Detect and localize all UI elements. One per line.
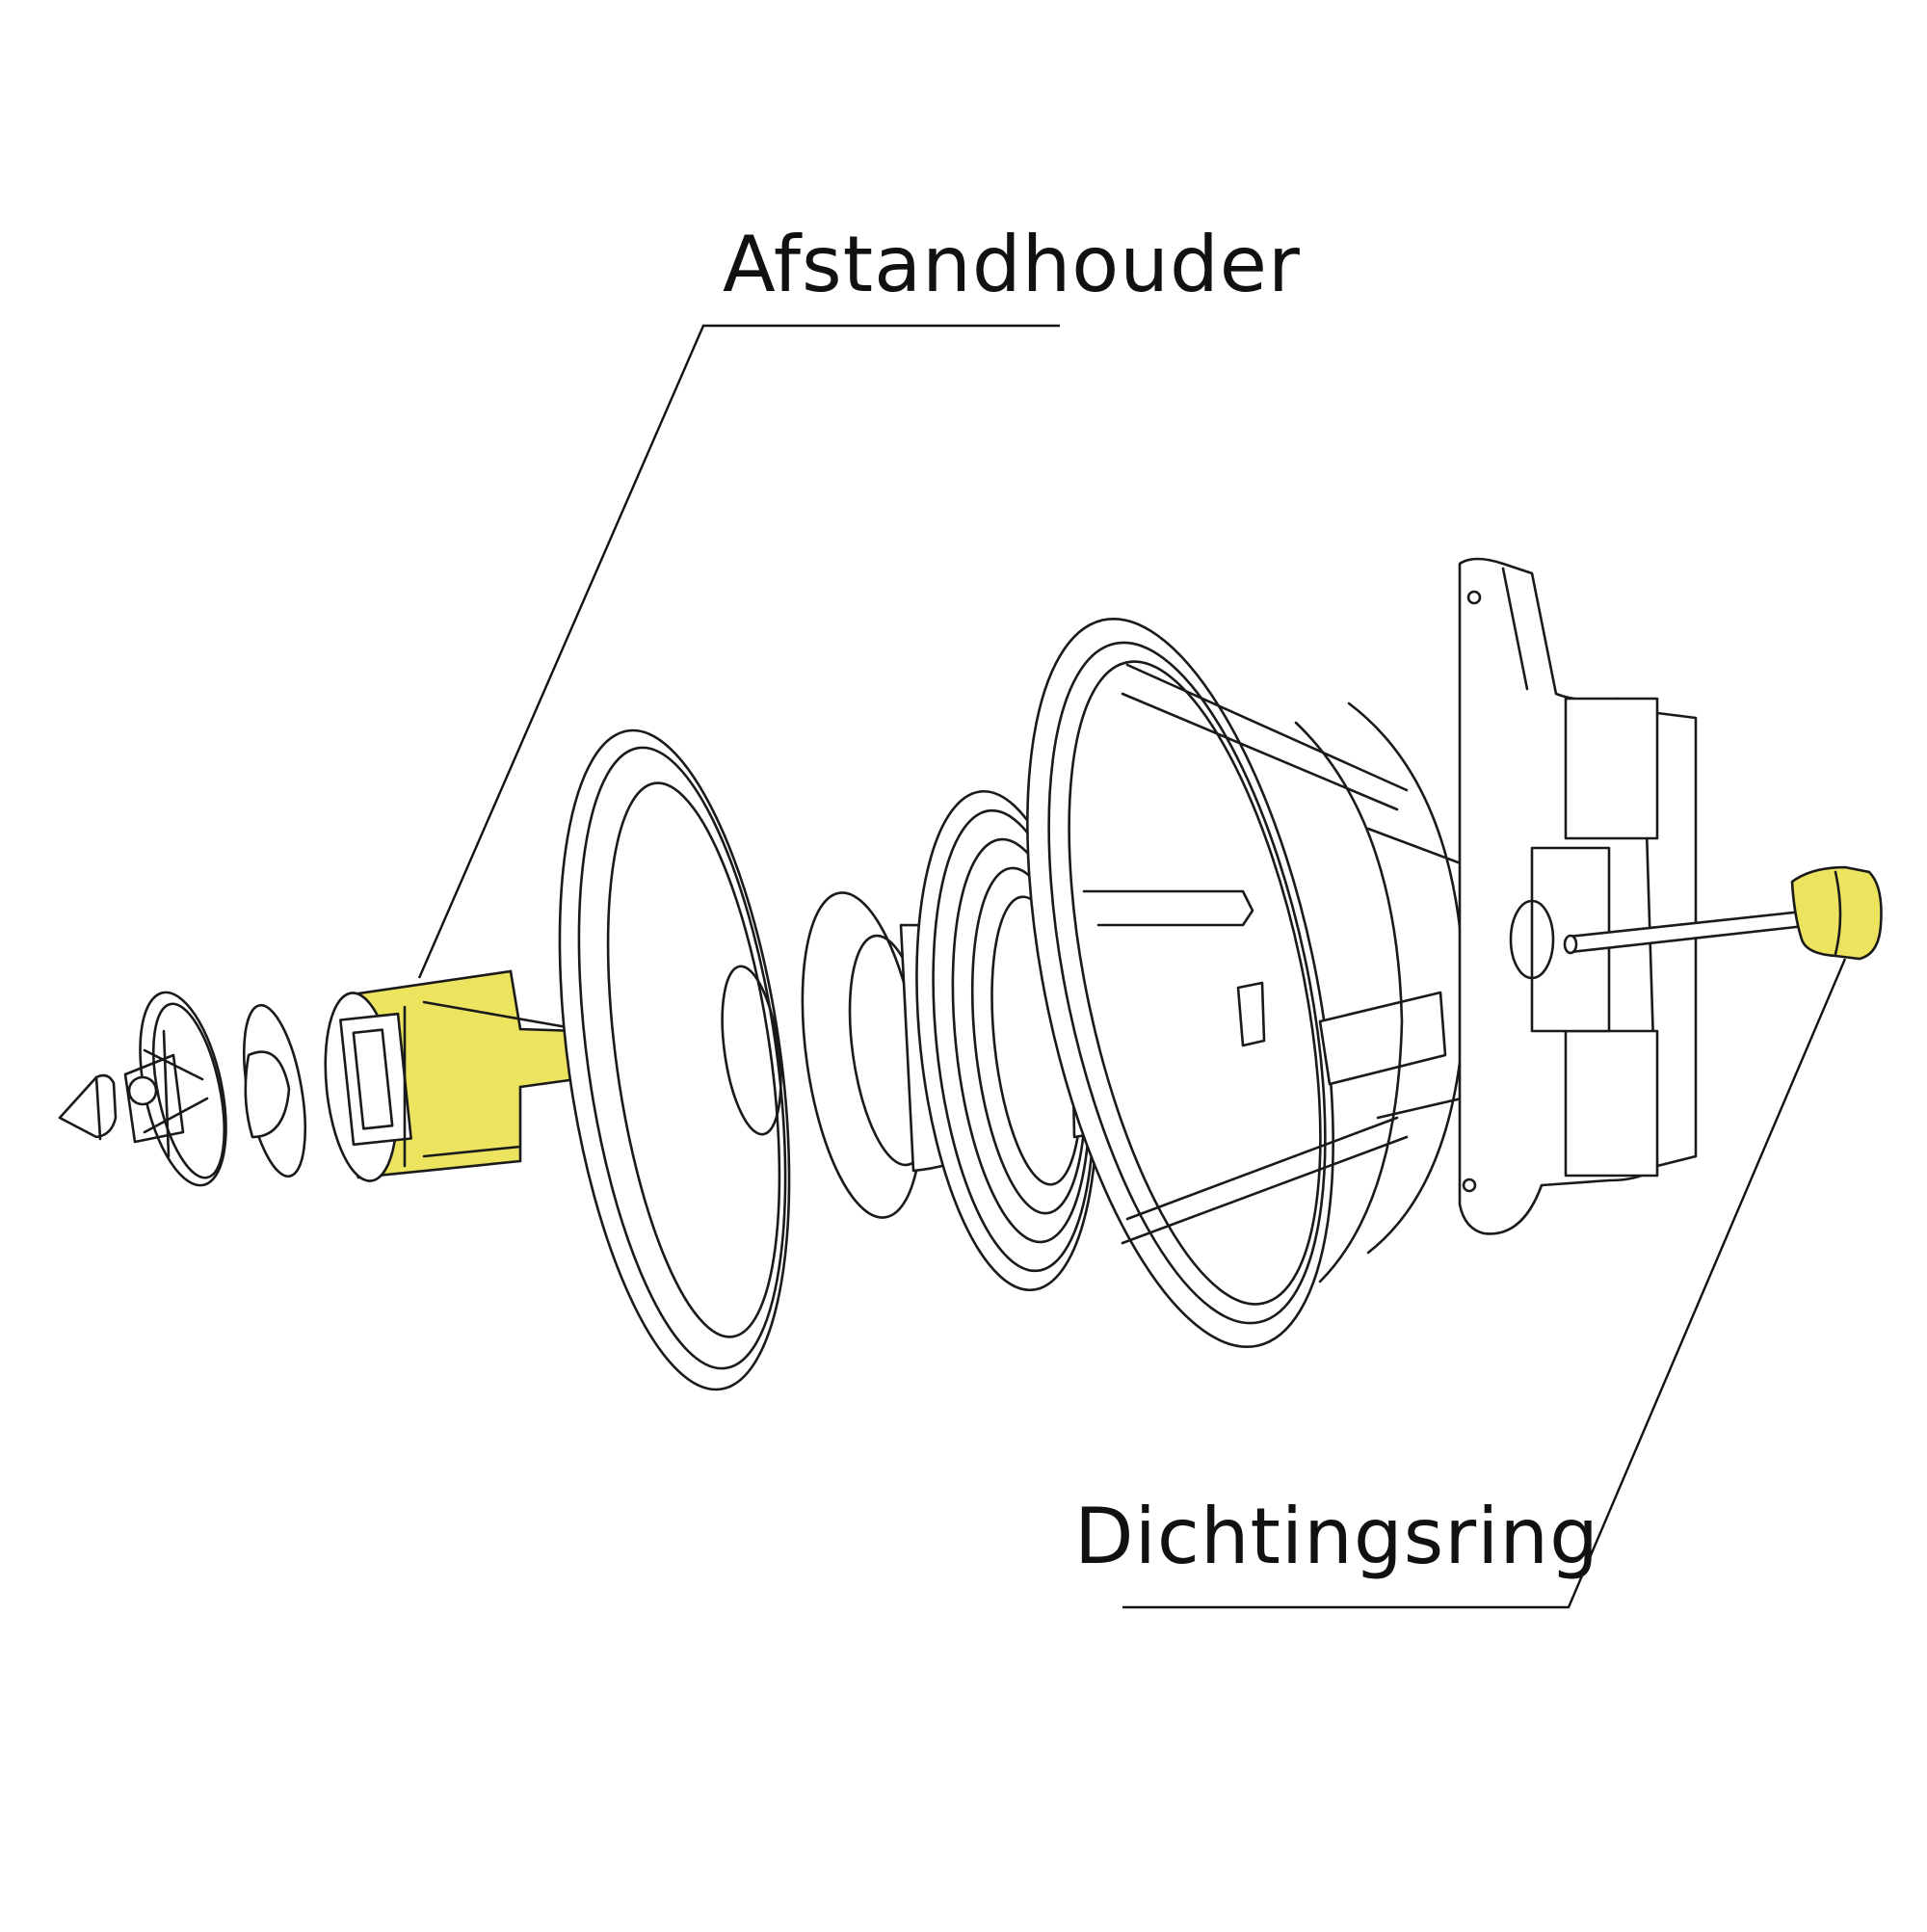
spacer-afstandhouder bbox=[324, 969, 580, 1182]
label-dichtingsring: Dichtingsring bbox=[1074, 1492, 1599, 1581]
woofer-cone bbox=[558, 728, 791, 1391]
tweeter-frame bbox=[123, 991, 227, 1187]
tweeter-dome bbox=[243, 1003, 306, 1178]
seal-dichtingsring bbox=[1790, 865, 1883, 961]
callout-seal-leader bbox=[1122, 958, 1847, 1609]
tweeter-phase-plug bbox=[58, 1073, 118, 1141]
magnet-backplate bbox=[1458, 557, 1698, 1235]
callout-spacer-leader bbox=[417, 324, 1060, 979]
basket-frame bbox=[1026, 617, 1524, 1349]
label-afstandhouder: Afstandhouder bbox=[723, 220, 1301, 309]
